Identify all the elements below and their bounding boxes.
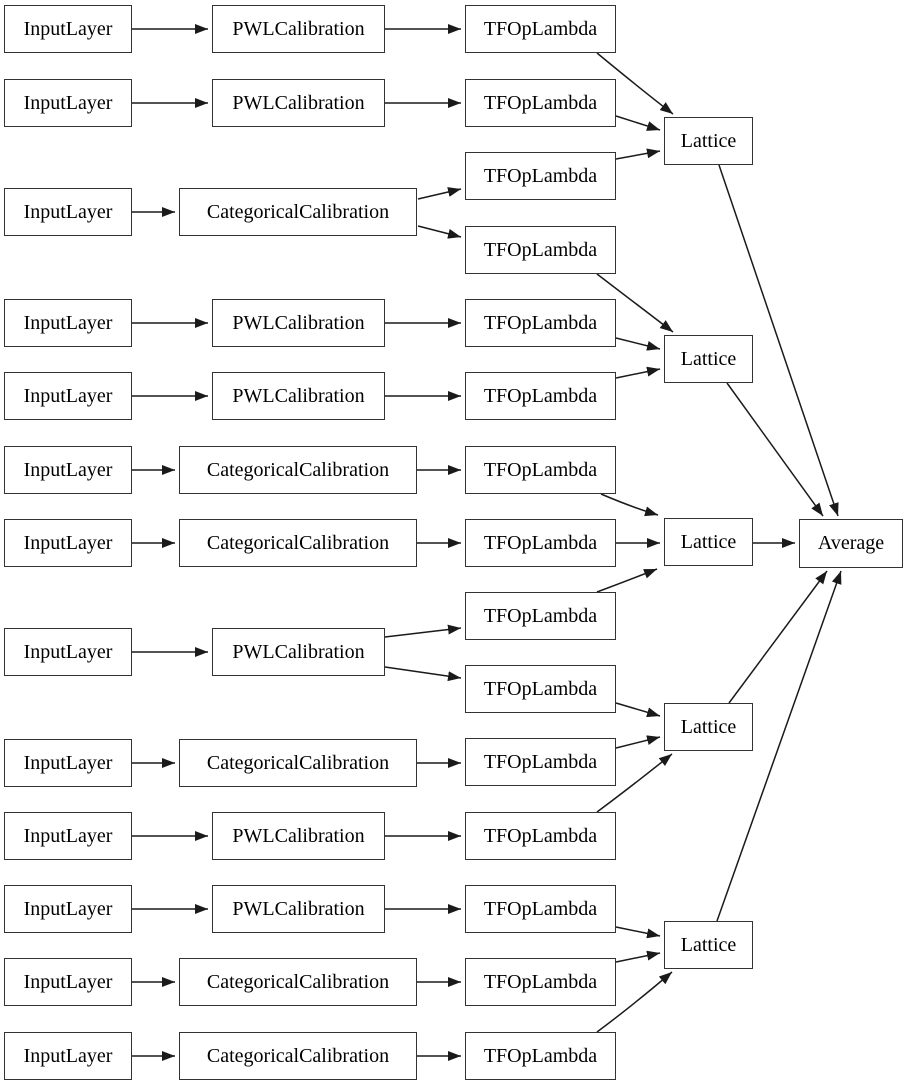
edge-lattice1-to-average (718, 164, 839, 517)
edge-t7-to-lattice3 (600, 493, 659, 517)
edge-cc1-to-t3 (417, 187, 462, 200)
node-cc3: CategoricalCalibration (179, 519, 417, 567)
node-il13: InputLayer (4, 1032, 132, 1080)
node-t13: TFOpLambda (465, 885, 616, 933)
edge-lattice4-to-average (728, 570, 828, 704)
node-pwl2: PWLCalibration (212, 79, 385, 127)
edge-t9-to-lattice3 (596, 568, 658, 593)
edge-t14-to-lattice5 (615, 950, 661, 963)
node-pwl6: PWLCalibration (212, 812, 385, 860)
edge-t3-to-lattice1 (615, 148, 661, 160)
edge-t12-to-lattice4 (596, 753, 673, 813)
node-t11: TFOpLambda (465, 738, 616, 786)
node-pwl4: PWLCalibration (212, 372, 385, 420)
node-cc6: CategoricalCalibration (179, 1032, 417, 1080)
edge-t1-to-lattice1 (596, 52, 674, 115)
node-t14: TFOpLambda (465, 958, 616, 1006)
edge-t13-to-lattice5 (615, 926, 661, 939)
node-il9: InputLayer (4, 739, 132, 787)
edge-t15-to-lattice5 (596, 971, 673, 1033)
edge-pwl5-to-t9 (384, 624, 462, 638)
node-t12: TFOpLambda (465, 812, 616, 860)
node-pwl7: PWLCalibration (212, 885, 385, 933)
node-il4: InputLayer (4, 299, 132, 347)
node-cc1: CategoricalCalibration (179, 188, 417, 236)
node-t10: TFOpLambda (465, 665, 616, 713)
edge-t5-to-lattice2 (615, 337, 661, 351)
node-t7: TFOpLambda (465, 446, 616, 494)
node-t6: TFOpLambda (465, 372, 616, 420)
edge-t4-to-lattice2 (596, 273, 674, 333)
node-cc2: CategoricalCalibration (179, 446, 417, 494)
edge-cc1-to-t4 (417, 225, 462, 239)
node-average: Average (799, 519, 903, 568)
node-il12: InputLayer (4, 958, 132, 1006)
node-il5: InputLayer (4, 372, 132, 420)
node-lattice3: Lattice (664, 518, 753, 566)
node-il7: InputLayer (4, 519, 132, 567)
edge-t2-to-lattice1 (615, 115, 661, 131)
node-pwl1: PWLCalibration (212, 5, 385, 53)
node-t8: TFOpLambda (465, 519, 616, 567)
node-t3: TFOpLambda (465, 152, 616, 200)
edge-lattice5-to-average (716, 570, 842, 922)
node-lattice4: Lattice (664, 703, 753, 751)
node-il1: InputLayer (4, 5, 132, 53)
node-il11: InputLayer (4, 885, 132, 933)
node-pwl5: PWLCalibration (212, 628, 385, 676)
node-il3: InputLayer (4, 188, 132, 236)
node-t1: TFOpLambda (465, 5, 616, 53)
node-cc4: CategoricalCalibration (179, 739, 417, 787)
node-t5: TFOpLambda (465, 299, 616, 347)
node-pwl3: PWLCalibration (212, 299, 385, 347)
edge-pwl5-to-t10 (384, 666, 462, 682)
node-t4: TFOpLambda (465, 226, 616, 274)
edge-lattice2-to-average (726, 382, 824, 517)
node-cc5: CategoricalCalibration (179, 958, 417, 1006)
node-lattice5: Lattice (664, 921, 753, 969)
node-t2: TFOpLambda (465, 79, 616, 127)
edge-t11-to-lattice4 (615, 735, 661, 749)
node-lattice1: Lattice (664, 117, 753, 165)
edge-t10-to-lattice4 (615, 702, 661, 718)
node-t9: TFOpLambda (465, 592, 616, 640)
node-il6: InputLayer (4, 446, 132, 494)
node-il10: InputLayer (4, 812, 132, 860)
node-lattice2: Lattice (664, 335, 753, 383)
node-t15: TFOpLambda (465, 1032, 616, 1080)
edge-t6-to-lattice2 (615, 366, 661, 379)
node-il8: InputLayer (4, 628, 132, 676)
graph-edges (132, 24, 842, 1061)
node-il2: InputLayer (4, 79, 132, 127)
